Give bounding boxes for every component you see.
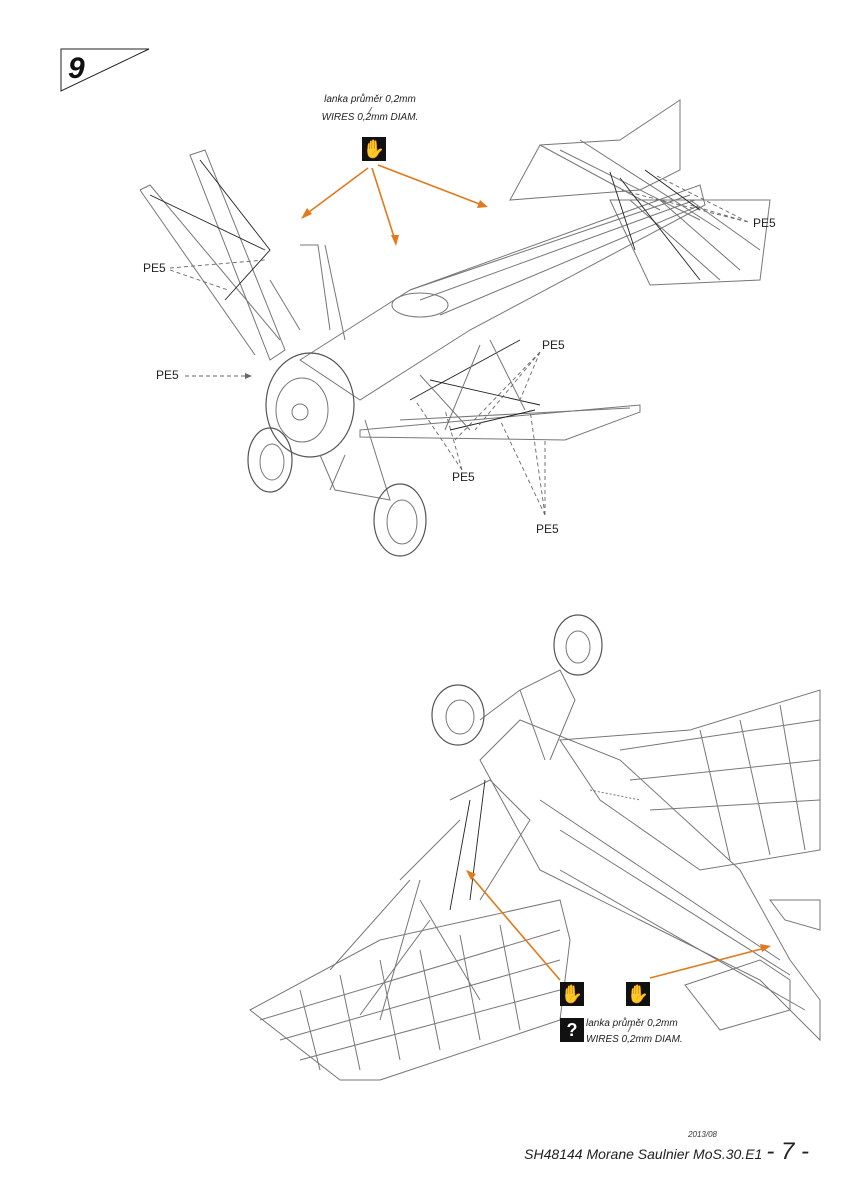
pe5-callout-tail: PE5 [753, 216, 776, 230]
top-wire-note-english: WIRES 0,2mm DIAM. [321, 112, 419, 123]
hand-glue-icon: ✋ [362, 137, 386, 161]
bottom-wire-note-czech: lanka průměr 0,2mm [586, 1018, 678, 1029]
bottom-wire-note-english: WIRES 0,2mm DIAM. [586, 1034, 683, 1045]
page-number: - 7 - [766, 1138, 809, 1165]
pe5-callout-left-wing: PE5 [143, 261, 166, 275]
hand-glue-icon: ✋ [560, 982, 584, 1006]
bottom-wire-note: lanka průměr 0,2mm WIRES 0,2mm DIAM. [586, 1018, 696, 1046]
pe5-callout-wing-top: PE5 [542, 338, 565, 352]
page-footer: 2013/08 SH48144 Morane Saulnier MoS.30.E… [524, 1130, 809, 1166]
footer-title: SH48144 Morane Saulnier MoS.30.E1 [524, 1146, 763, 1162]
step-number: 9 [68, 52, 85, 85]
question-icon: ? [560, 1018, 584, 1042]
footer-date: 2013/08 [688, 1130, 717, 1139]
top-wire-note-czech: lanka průměr 0,2mm [324, 94, 416, 105]
pe5-callout-gear: PE5 [536, 522, 559, 536]
step-badge: 9 [60, 48, 150, 92]
top-wire-note: lanka průměr 0,2mm WIRES 0,2mm DIAM. [300, 94, 440, 124]
pe5-callout-wing-bottom: PE5 [452, 470, 475, 484]
hand-glue-icon: ✋ [626, 982, 650, 1006]
pe5-callout-engine: PE5 [156, 368, 179, 382]
